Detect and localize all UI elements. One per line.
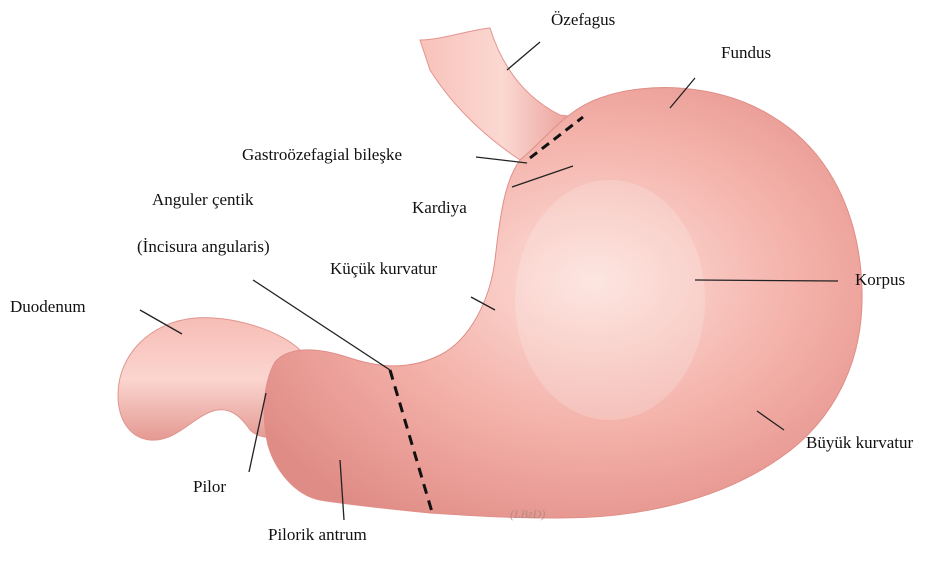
- label-kucuk-kurvatur: Küçük kurvatur: [330, 259, 437, 279]
- label-duodenum: Duodenum: [10, 297, 86, 317]
- artist-signature: (LBzD): [510, 507, 545, 521]
- label-anguler-line2: (İncisura angularis): [137, 237, 270, 257]
- stomach-highlight: [515, 180, 705, 420]
- duodenum-lumen: [200, 414, 244, 446]
- label-korpus: Korpus: [855, 270, 905, 290]
- label-fundus: Fundus: [721, 43, 771, 63]
- label-buyuk-kurvatur: Büyük kurvatur: [806, 433, 913, 453]
- label-kardiya: Kardiya: [412, 198, 467, 218]
- label-anguler-line1: Anguler çentik: [152, 190, 254, 210]
- leader-ozefagus: [507, 42, 540, 70]
- label-pilorik-antrum: Pilorik antrum: [268, 525, 367, 545]
- label-gastro-junction: Gastroözefagial bileşke: [242, 145, 402, 165]
- label-ozefagus: Özefagus: [551, 10, 615, 30]
- label-pilor: Pilor: [193, 477, 226, 497]
